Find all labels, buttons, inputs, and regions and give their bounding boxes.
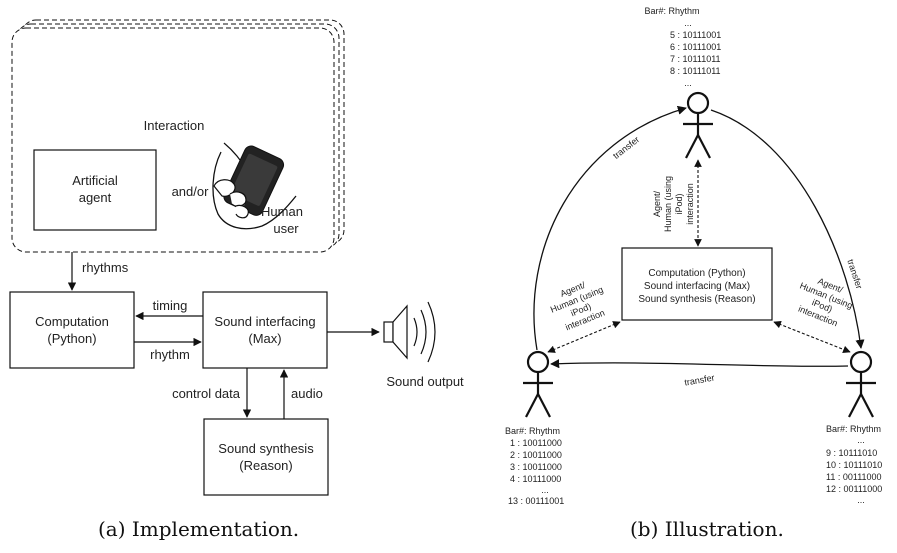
timing-label: timing [153, 298, 188, 313]
audio-label: audio [291, 386, 323, 401]
top-table-row: 8 : 10111011 [670, 66, 721, 76]
speaker-icon [383, 301, 436, 363]
hand-ipod-icon [212, 142, 297, 230]
center-box-line-2: Sound interfacing (Max) [644, 281, 750, 292]
top-table-row: ... [684, 78, 692, 88]
left-table-row: ... [541, 485, 549, 495]
stick-figure-left-icon [523, 350, 553, 418]
computation-box [9, 291, 135, 369]
interaction-text-line: Human (using [663, 176, 673, 232]
top-table-row: 5 : 10111001 [670, 30, 721, 40]
interaction-text-line: Agent/ [652, 190, 662, 217]
sound-synthesis-line-1: Sound synthesis [218, 441, 314, 456]
center-box-line-3: Sound synthesis (Reason) [638, 294, 755, 305]
interaction-arrow-right [773, 320, 851, 354]
interaction-label: Interaction [144, 118, 205, 133]
interaction-text-top: Agent/ Human (using iPod) interaction [652, 176, 695, 232]
left-table-row: Bar#: Rhythm [505, 426, 560, 436]
stick-figure-top-icon [683, 91, 713, 159]
transfer-arrow-left-to-top [533, 105, 687, 351]
human-label-line-1: Human [261, 204, 303, 219]
top-table-row: 7 : 10111011 [670, 54, 721, 64]
caption-a: (a) Implementation. [98, 517, 300, 541]
panel-b: Bar#: Rhythm ... 5 : 10111001 6 : 101110… [505, 6, 882, 506]
right-table-row: ... [857, 495, 865, 505]
agent-box-line-1: Artificial [72, 173, 118, 188]
rhythms-label: rhythms [82, 260, 129, 275]
interaction-text-left: Agent/ Human (using iPod) interaction [549, 280, 606, 333]
human-label-line-2: user [273, 221, 299, 236]
artificial-agent-box [33, 149, 157, 231]
center-box-line-1: Computation (Python) [648, 268, 745, 279]
computation-line-1: Computation [35, 314, 109, 329]
top-table-row: Bar#: Rhythm [644, 6, 699, 16]
left-table-row: 3 : 10011000 [510, 462, 562, 472]
transfer-label-right-left: transfer [684, 372, 716, 387]
left-table-row: 13 : 00111001 [508, 496, 564, 506]
right-table-row: Bar#: Rhythm [826, 424, 881, 434]
rhythm-label: rhythm [150, 347, 190, 362]
right-table-row: ... [857, 435, 865, 445]
andor-label: and/or [172, 184, 210, 199]
right-table-row: 10 : 10111010 [826, 460, 882, 470]
transfer-arrow-right-to-left [550, 359, 849, 369]
top-table-row: 6 : 10111001 [670, 42, 721, 52]
stick-figure-right-icon [846, 350, 876, 418]
sound-interfacing-line-1: Sound interfacing [214, 314, 315, 329]
control-data-label: control data [172, 386, 241, 401]
sound-synthesis-box [203, 418, 329, 496]
left-table-row: 4 : 10111000 [510, 474, 561, 484]
left-table-row: 1 : 10011000 [510, 438, 562, 448]
sound-interfacing-line-2: (Max) [248, 331, 281, 346]
right-table-row: 11 : 00111000 [826, 472, 882, 482]
right-table-row: 12 : 00111000 [826, 484, 882, 494]
interaction-text-line: interaction [685, 183, 695, 225]
right-table-row: 9 : 10111010 [826, 448, 877, 458]
caption-b: (b) Illustration. [630, 517, 784, 541]
computation-line-2: (Python) [47, 331, 96, 346]
sound-synthesis-line-2: (Reason) [239, 458, 292, 473]
panel-a: Interaction Artificial agent and/or Huma… [9, 19, 464, 496]
sound-interfacing-box [202, 291, 328, 369]
interaction-text-right: Agent/ Human (using iPod) interaction [797, 276, 854, 329]
interaction-arrow-left [547, 321, 621, 353]
transfer-label-left-top: transfer [611, 134, 641, 161]
sound-output-label: Sound output [386, 374, 464, 389]
interaction-text-line: iPod) [674, 193, 684, 214]
left-table-row: 2 : 10011000 [510, 450, 562, 460]
left-rhythm-table: Bar#: Rhythm 1 : 10011000 2 : 10011000 3… [505, 426, 564, 506]
top-table-row: ... [684, 18, 692, 28]
transfer-arrow-top-to-right [710, 109, 865, 349]
top-rhythm-table: Bar#: Rhythm ... 5 : 10111001 6 : 101110… [644, 6, 721, 88]
right-rhythm-table: Bar#: Rhythm ... 9 : 10111010 10 : 10111… [826, 424, 882, 505]
agent-box-line-2: agent [79, 190, 112, 205]
center-system-box [621, 247, 773, 321]
